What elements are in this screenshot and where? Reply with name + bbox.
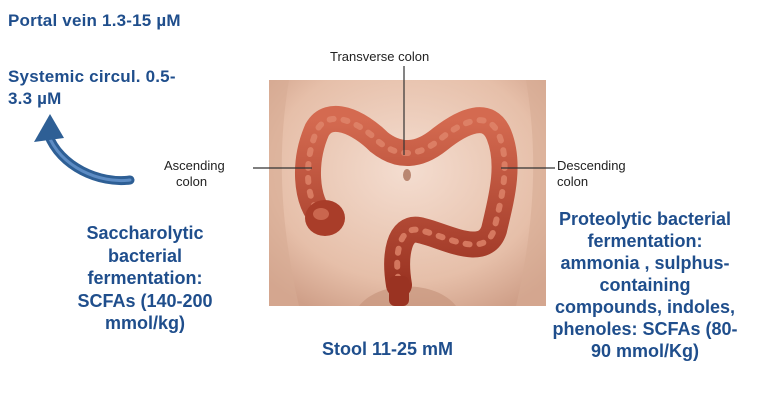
saccharolytic-fermentation-text: Saccharolytic bacterial fermentation: SC… (40, 222, 250, 335)
proteolytic-line: phenoles: SCFAs (80- (525, 319, 765, 341)
saccharolytic-line: SCFAs (140-200 (40, 290, 250, 313)
saccharolytic-line: fermentation: (40, 267, 250, 290)
saccharolytic-line: bacterial (40, 245, 250, 268)
proteolytic-line: fermentation: (525, 231, 765, 253)
transverse-colon-label: Transverse colon (330, 49, 429, 65)
proteolytic-line: compounds, indoles, (525, 297, 765, 319)
proteolytic-fermentation-text: Proteolytic bacterial fermentation: ammo… (525, 209, 765, 363)
ascending-colon-label-line1: Ascending (164, 158, 225, 174)
ascending-colon-label-line2: colon (176, 174, 207, 190)
proteolytic-line: 90 mmol/Kg) (525, 341, 765, 363)
saccharolytic-line: Saccharolytic (40, 222, 250, 245)
saccharolytic-line: mmol/kg) (40, 312, 250, 335)
proteolytic-line: containing (525, 275, 765, 297)
descending-colon-label-line1: Descending (557, 158, 626, 174)
proteolytic-line: ammonia , sulphus- (525, 253, 765, 275)
descending-colon-label-line2: colon (557, 174, 588, 190)
proteolytic-line: Proteolytic bacterial (525, 209, 765, 231)
stool-concentration-text: Stool 11-25 mM (322, 338, 453, 361)
